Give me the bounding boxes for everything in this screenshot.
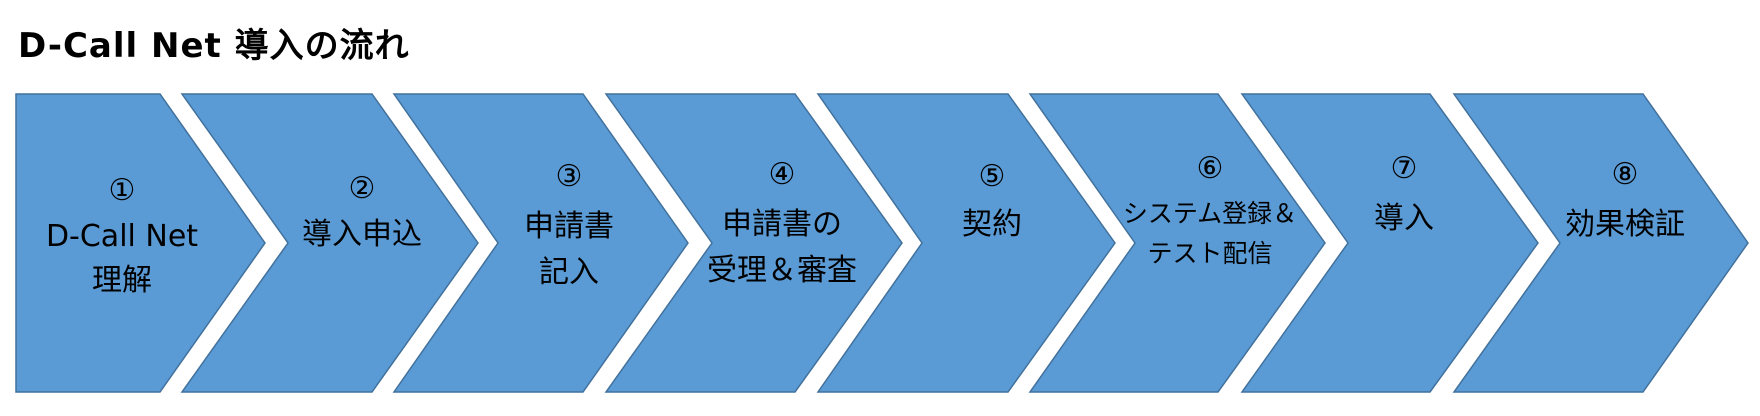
process-step-2: ② 導入申込 xyxy=(180,93,479,393)
process-step-5: ⑤ 契約 xyxy=(816,93,1116,393)
step-label-line: 導入申込 xyxy=(302,217,422,252)
step-number: ⑥ xyxy=(1197,151,1224,186)
step-label-line: 申請書 xyxy=(524,209,614,244)
step-label-line: 受理＆審査 xyxy=(707,253,857,288)
process-step-1: ① D-Call Net 理解 xyxy=(15,93,266,393)
step-label-line: 申請書の xyxy=(722,207,842,242)
chevron-arrow-shape xyxy=(816,93,1116,393)
step-label-line: 理解 xyxy=(92,263,152,298)
page-title: D-Call Net 導入の流れ xyxy=(18,26,410,66)
chevron-arrow-shape xyxy=(15,93,266,393)
step-label-line: テスト配信 xyxy=(1147,239,1272,268)
chevron-arrow-shape xyxy=(1240,93,1539,393)
step-number: ⑦ xyxy=(1391,151,1418,186)
step-number: ⑤ xyxy=(979,159,1006,194)
step-label-line: D-Call Net xyxy=(46,219,198,254)
process-step-8: ⑧ 効果検証 xyxy=(1452,93,1749,393)
step-number: ③ xyxy=(556,159,583,194)
step-number: ① xyxy=(109,173,136,208)
chevron-arrow-shape xyxy=(1452,93,1749,393)
step-label-line: 記入 xyxy=(539,255,599,290)
process-step-6: ⑥ システム登録＆ テスト配信 xyxy=(1028,93,1326,393)
chevron-arrow-shape xyxy=(1028,93,1326,393)
step-number: ④ xyxy=(769,157,796,192)
step-number: ② xyxy=(349,171,376,206)
step-label-line: 効果検証 xyxy=(1565,207,1685,242)
chevron-arrow-shape xyxy=(604,93,903,393)
chevron-arrow-shape xyxy=(392,93,689,393)
step-label-line: システム登録＆ xyxy=(1123,199,1297,228)
step-label-line: 導入 xyxy=(1374,201,1434,236)
step-label-line: 契約 xyxy=(962,207,1022,242)
chevron-arrow-shape xyxy=(180,93,479,393)
process-step-7: ⑦ 導入 xyxy=(1240,93,1539,393)
step-number: ⑧ xyxy=(1612,157,1639,192)
